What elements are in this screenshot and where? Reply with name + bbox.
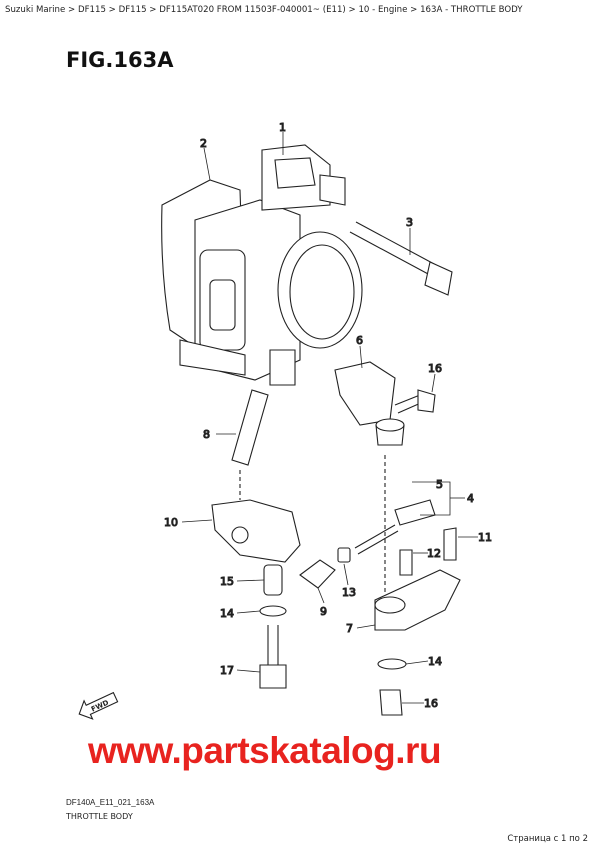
- callout-11[interactable]: 11: [477, 530, 492, 544]
- figure-title: FIG.163A: [66, 48, 174, 72]
- callout-10[interactable]: 10: [163, 515, 178, 529]
- fwd-arrow-icon: FWD: [78, 691, 119, 720]
- callout-14b[interactable]: 14: [427, 654, 442, 668]
- link-rod: [231, 389, 269, 466]
- watermark: www.partskatalog.ru: [88, 730, 442, 771]
- lever: [211, 499, 301, 563]
- callout-12[interactable]: 12: [426, 546, 441, 560]
- callout-7[interactable]: 7: [345, 621, 353, 635]
- callout-14[interactable]: 14: [219, 606, 234, 620]
- breadcrumb[interactable]: Suzuki Marine > DF115 > DF115 > DF115AT0…: [5, 5, 523, 15]
- callout-16[interactable]: 16: [427, 361, 442, 375]
- fwd-label: FWD: [90, 698, 110, 713]
- callout-17[interactable]: 17: [219, 663, 234, 677]
- bolt-3: [349, 221, 453, 296]
- diagram-code: DF140A_E11_021_163A: [66, 798, 155, 807]
- callout-5[interactable]: 5: [435, 477, 443, 491]
- callout-3[interactable]: 3: [405, 215, 413, 229]
- diagram-title: THROTTLE BODY: [66, 812, 133, 821]
- throttle-body: [179, 144, 363, 386]
- callout-9[interactable]: 9: [319, 604, 327, 618]
- callout-6[interactable]: 6: [355, 333, 363, 347]
- callout-2[interactable]: 2: [199, 136, 207, 150]
- callout-4[interactable]: 4: [466, 491, 474, 505]
- bracket: [334, 361, 396, 426]
- callout-1[interactable]: 1: [278, 120, 286, 134]
- pagination: Страница с 1 по 2: [507, 834, 588, 844]
- callout-15[interactable]: 15: [219, 574, 234, 588]
- callout-13[interactable]: 13: [341, 585, 356, 599]
- callout-16b[interactable]: 16: [423, 696, 438, 710]
- callout-8[interactable]: 8: [202, 427, 210, 441]
